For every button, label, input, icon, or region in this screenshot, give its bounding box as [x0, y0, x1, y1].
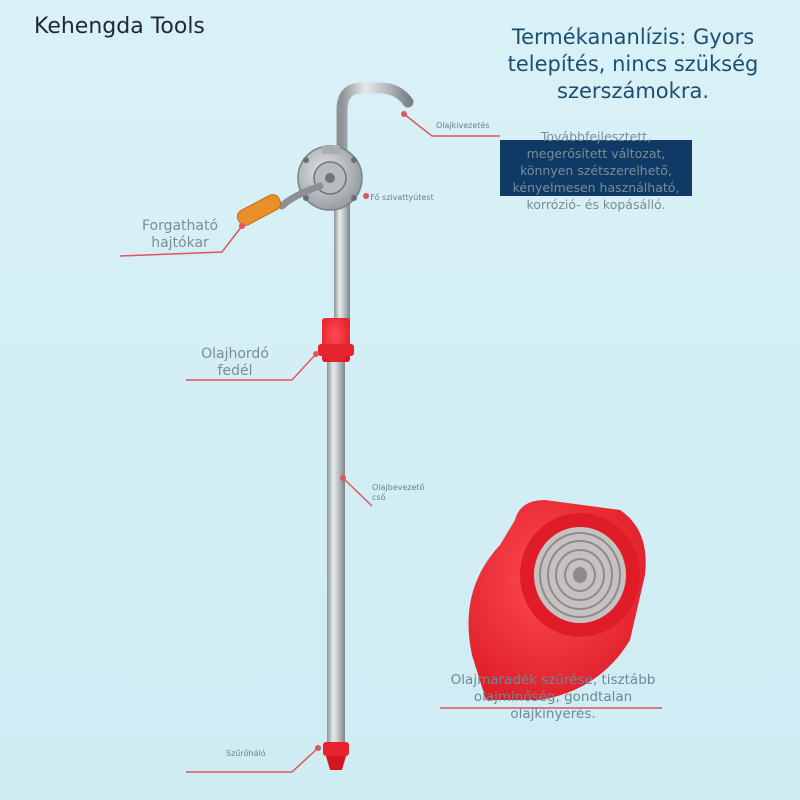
leader-lines	[119, 113, 662, 773]
strainer-closeup	[468, 500, 646, 700]
outlet-spout	[336, 82, 414, 156]
pump-body	[297, 145, 363, 211]
crank-handle	[236, 182, 324, 226]
label-strainer: Szűrőháló	[226, 749, 266, 758]
strainer-foot	[323, 742, 349, 770]
label-drum-lid: Olajhordó fedél	[201, 346, 269, 379]
headline: Termékananlízis: Gyors telepítés, nincs …	[507, 25, 759, 103]
label-outlet: Olajkivezetés	[436, 121, 490, 130]
feature-highlight-box	[500, 140, 692, 196]
feature-description: Továbbfejlesztett, megerősített változat…	[512, 129, 680, 212]
drum-lid-fitting	[318, 318, 354, 362]
lower-pipe	[327, 362, 345, 746]
filter-description: Olajmaradék szűrése, tisztább olajminősé…	[450, 672, 656, 722]
brand-name: Kehengda Tools	[34, 14, 205, 39]
label-pump-body: Fő szivattyútest	[370, 193, 434, 202]
leader-dots	[239, 111, 407, 751]
label-crank: Forgatható hajtókar	[141, 218, 219, 251]
label-inlet-pipe: Olajbevezető cső	[372, 483, 425, 502]
